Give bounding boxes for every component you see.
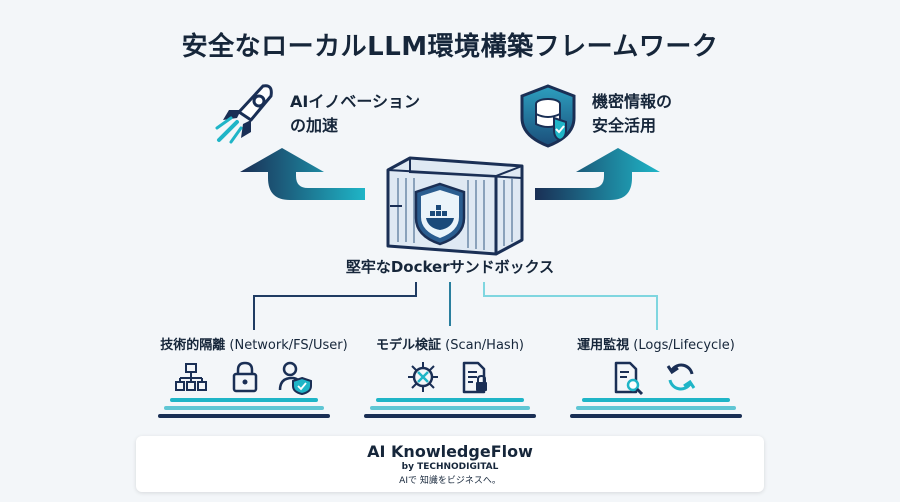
virus-scan-icon — [408, 362, 438, 392]
benefit-left-line2: の加速 — [290, 116, 339, 135]
pillar-verification-title: モデル検証 (Scan/Hash) — [330, 334, 570, 353]
diagram-title: 安全なローカルLLM環境構築フレームワーク — [181, 32, 719, 62]
pillar-isolation-detail: (Network/FS/User) — [229, 338, 348, 353]
benefit-right-line2: 安全活用 — [592, 116, 657, 135]
benefit-right-line1: 機密情報の — [592, 92, 673, 111]
pillar-isolation-title: 技術的隔離 (Network/FS/User) — [134, 334, 374, 353]
sandbox-label: 堅牢なDockerサンドボックス — [345, 258, 555, 276]
footer-tagline: AIで 知識をビジネスへ。 — [399, 476, 501, 486]
connector-isolation — [253, 282, 417, 330]
user-shield-icon — [278, 361, 312, 396]
arrow-to-right-benefit — [535, 148, 660, 200]
pillar-bars-verification — [364, 398, 536, 418]
footer-brand: AI KnowledgeFlow — [367, 442, 533, 461]
pillar-verification-detail: (Scan/Hash) — [445, 338, 525, 353]
benefit-right-label: 機密情報の 安全活用 — [592, 90, 672, 138]
pillar-verification-name: モデル検証 — [375, 338, 441, 353]
arrow-to-left-benefit — [240, 148, 365, 200]
connector-monitoring — [483, 282, 658, 330]
network-hierarchy-icon — [175, 363, 207, 391]
benefit-left-label: AIイノベーション の加速 — [290, 90, 420, 138]
rocket-icon — [215, 84, 273, 144]
pillar-monitoring-title: 運用監視 (Logs/Lifecycle) — [536, 334, 776, 353]
footer-card: AI KnowledgeFlow by TECHNODIGITAL AIで 知識… — [136, 436, 764, 492]
pillar-isolation-name: 技術的隔離 — [160, 338, 226, 353]
pillar-bars-monitoring — [570, 398, 742, 418]
docker-container-icon — [386, 156, 524, 256]
shield-database-icon — [520, 84, 576, 148]
footer-by: by TECHNODIGITAL — [401, 462, 499, 472]
lock-icon — [232, 361, 258, 393]
document-lock-icon — [462, 361, 487, 394]
cycle-icon — [666, 363, 696, 391]
document-search-icon — [614, 361, 644, 396]
pillar-monitoring-name: 運用監視 — [577, 338, 630, 353]
pillar-monitoring-detail: (Logs/Lifecycle) — [633, 338, 735, 353]
benefit-left-line1: AIイノベーション — [290, 92, 421, 111]
pillar-bars-isolation — [158, 398, 330, 418]
